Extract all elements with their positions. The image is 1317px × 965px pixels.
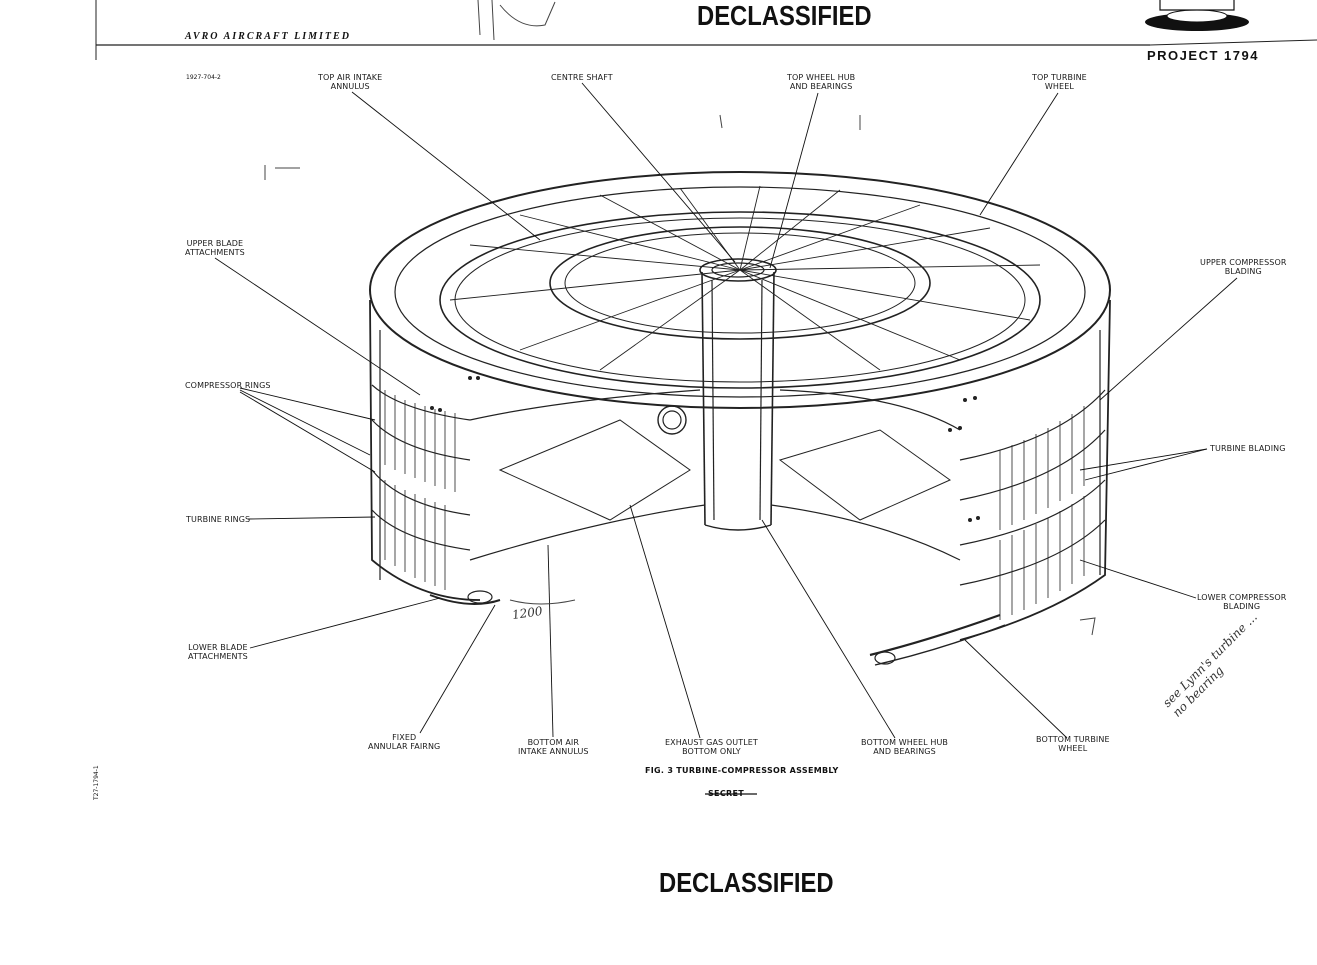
label-turbine-rings: TURBINE RINGS bbox=[186, 515, 251, 524]
drawing-number: 1927-704-2 bbox=[186, 74, 221, 81]
side-drawing-code: T27-1794-1 bbox=[93, 765, 100, 800]
declassified-stamp-bottom: DECLASSIFIED bbox=[659, 867, 834, 898]
label-turbine-blading: TURBINE BLADING bbox=[1210, 444, 1286, 453]
label-compressor-rings: COMPRESSOR RINGS bbox=[185, 381, 271, 390]
label-upper-blade-attachments: UPPER BLADE ATTACHMENTS bbox=[185, 239, 245, 257]
label-fixed-annular-fairng: FIXED ANNULAR FAIRNG bbox=[368, 733, 441, 751]
label-top-wheel-hub: TOP WHEEL HUB AND BEARINGS bbox=[787, 73, 856, 91]
label-lower-blade-attachments: LOWER BLADE ATTACHMENTS bbox=[188, 643, 248, 661]
label-top-air-intake-annulus: TOP AIR INTAKE ANNULUS bbox=[318, 73, 383, 91]
label-exhaust-gas-outlet: EXHAUST GAS OUTLET BOTTOM ONLY bbox=[665, 738, 758, 756]
secret-marking: SECRET bbox=[708, 789, 744, 798]
label-centre-shaft: CENTRE SHAFT bbox=[551, 73, 613, 82]
company-name: AVRO AIRCRAFT LIMITED bbox=[185, 31, 351, 42]
label-upper-compressor-blading: UPPER COMPRESSOR BLADING bbox=[1200, 258, 1287, 276]
label-top-turbine-wheel: TOP TURBINE WHEEL bbox=[1032, 73, 1087, 91]
declassified-stamp-top: DECLASSIFIED bbox=[697, 0, 872, 31]
label-bottom-turbine-wheel: BOTTOM TURBINE WHEEL bbox=[1036, 735, 1110, 753]
label-bottom-air-intake-annulus: BOTTOM AIR INTAKE ANNULUS bbox=[518, 738, 589, 756]
label-bottom-wheel-hub: BOTTOM WHEEL HUB AND BEARINGS bbox=[861, 738, 949, 756]
label-lower-compressor-blading: LOWER COMPRESSOR BLADING bbox=[1197, 593, 1287, 611]
project-number: PROJECT 1794 bbox=[1147, 48, 1259, 63]
figure-caption: FIG. 3 TURBINE-COMPRESSOR ASSEMBLY bbox=[645, 766, 839, 775]
